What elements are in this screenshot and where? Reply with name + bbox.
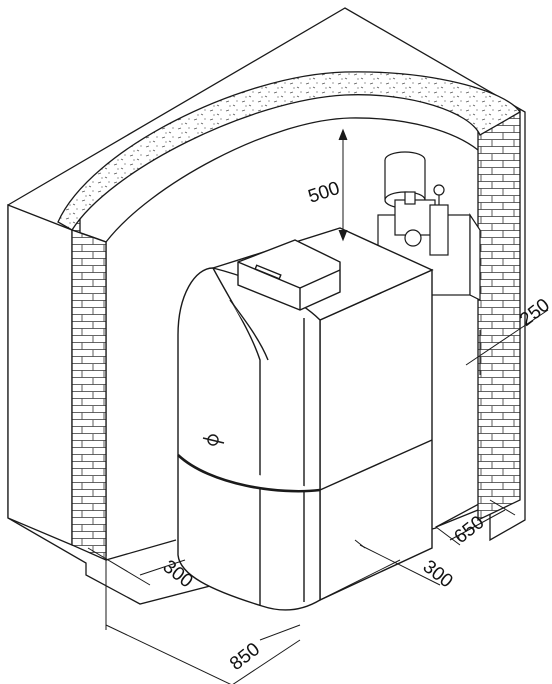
control-unit [237,239,341,311]
dimension-lines [87,128,549,684]
boiler-side-panel [319,268,433,602]
left-wall-front-face [71,229,107,561]
right-brick-wall [477,108,521,522]
ceiling-arch-insulation [57,71,521,231]
door-handle-icon [202,434,225,446]
inner-arch-line [105,117,479,243]
boiler-unit [177,227,434,611]
dim-label-850: 850 [226,639,264,675]
dim-label-300-right: 300 [419,556,457,592]
